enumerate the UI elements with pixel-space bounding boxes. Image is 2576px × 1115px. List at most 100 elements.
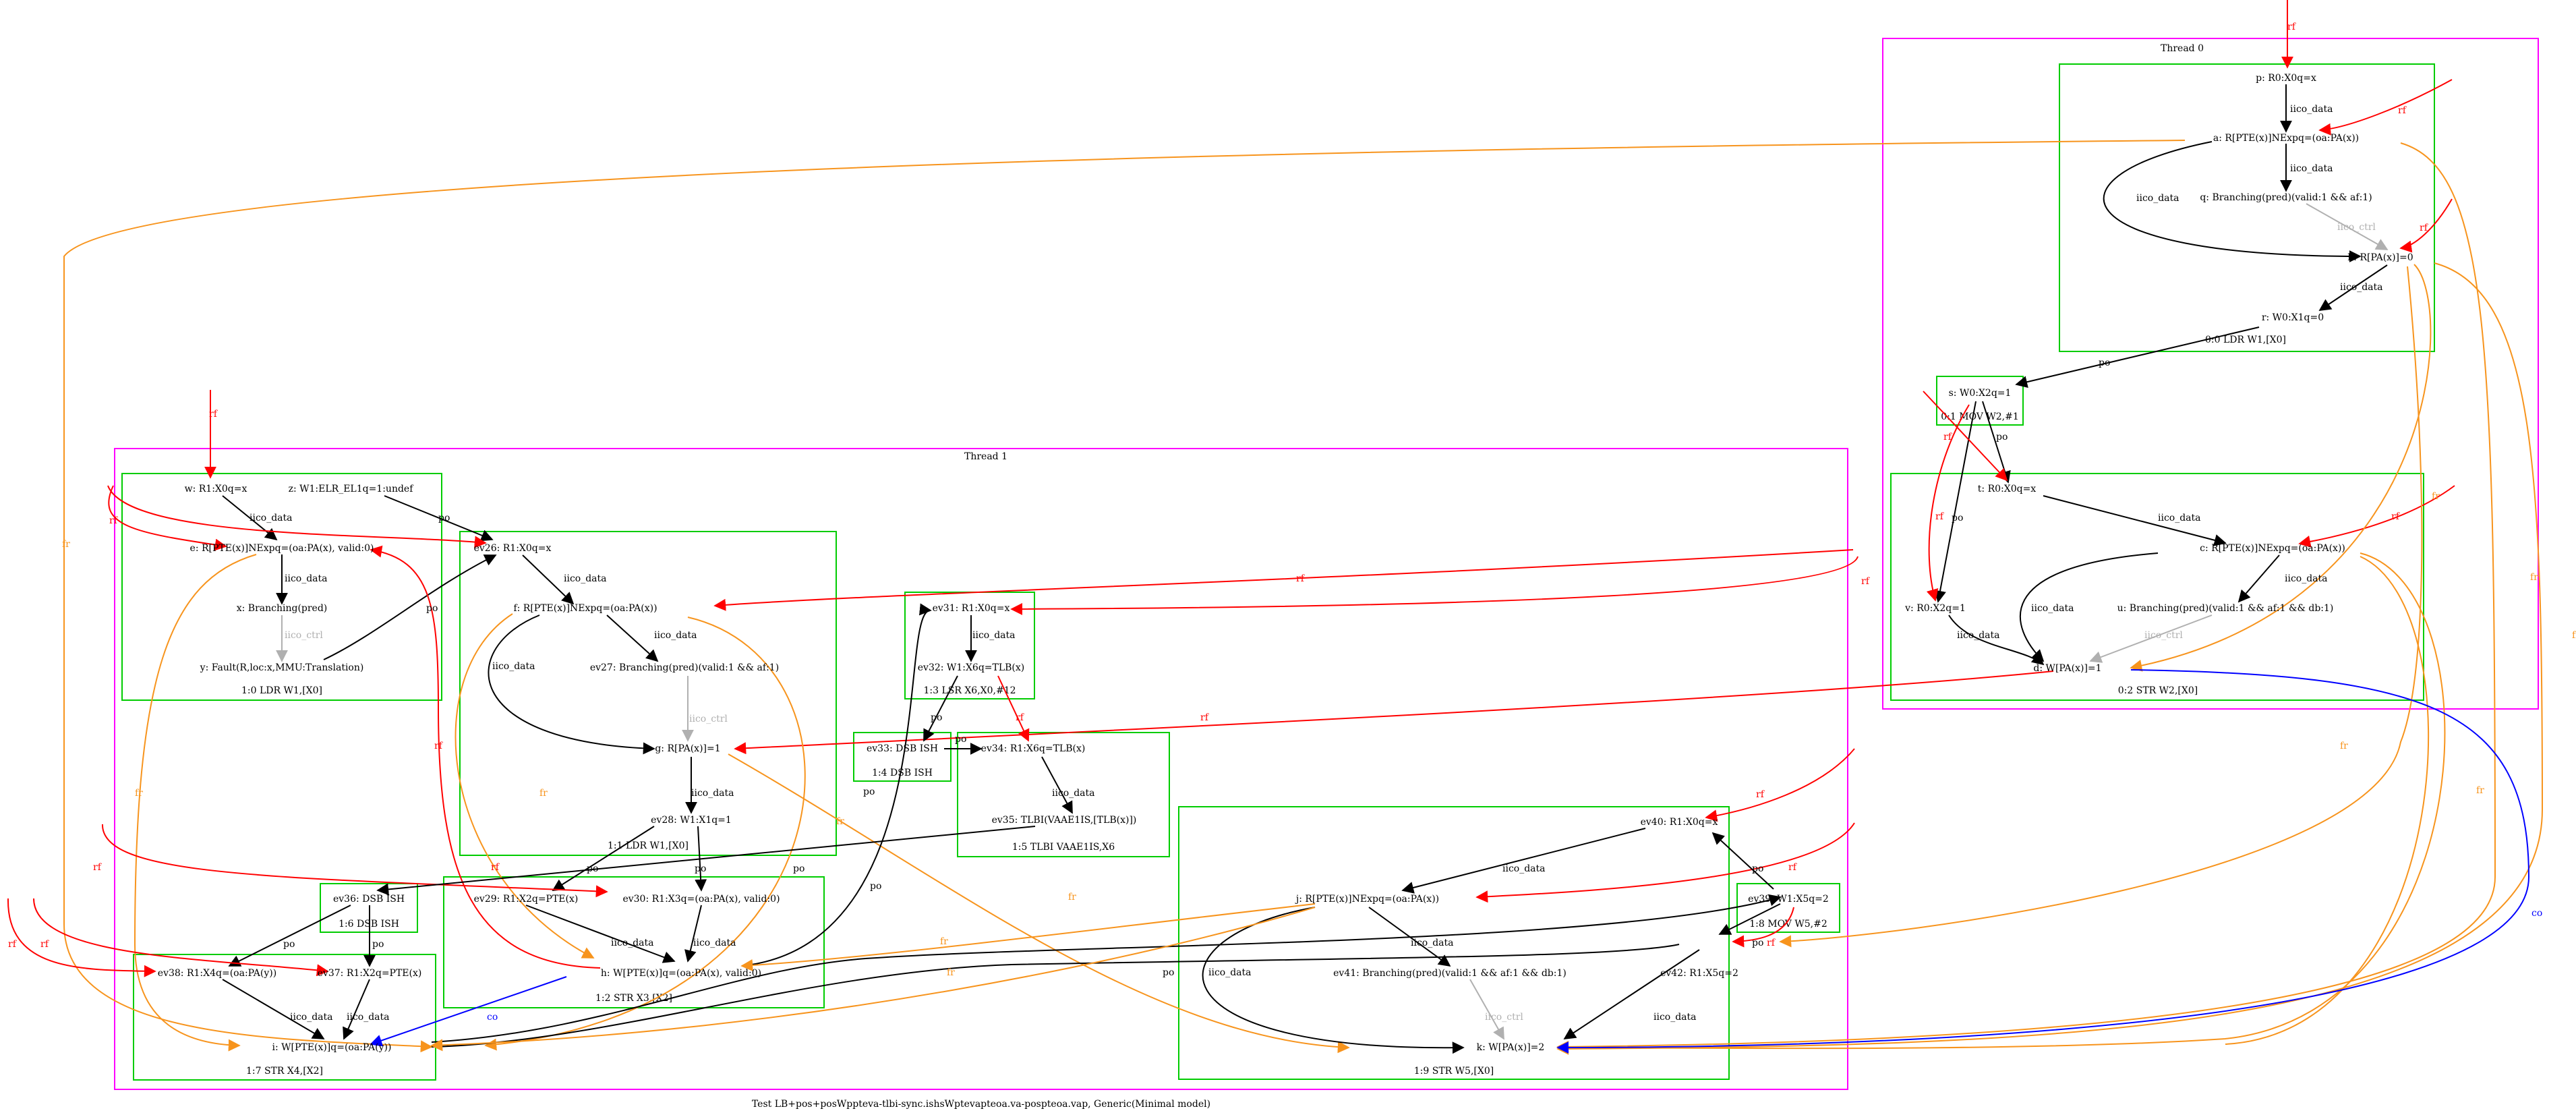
instr-box-1-8: [1736, 883, 1840, 933]
edge-label-rf: rf: [1943, 432, 1953, 442]
edge-ev26-f: [522, 554, 575, 605]
edge-ev41-k: [1469, 979, 1504, 1040]
edge-label-rf: rf: [2391, 511, 2401, 522]
edge-ev30-h: [684, 905, 702, 963]
instr-box-1-4: [853, 732, 952, 782]
edge-label-rf: rf: [209, 409, 218, 420]
event-e: e: R[PTE(x)]NExpq=(oa:PA(x), valid:0): [190, 543, 374, 554]
edge-label-iico-data: iico_data: [564, 573, 607, 584]
edge-label-rf: rf: [2398, 105, 2407, 116]
edge-label-fr: fr: [2530, 572, 2538, 583]
edge-label-iico-ctrl: iico_ctrl: [1485, 1012, 1523, 1023]
edge-w-e: [222, 495, 278, 541]
edge-label-rf: rf: [40, 939, 50, 950]
edge-rf-j: [1475, 822, 1855, 903]
event-i: i: W[PTE(x)]q=(oa:PA(y)): [272, 1042, 392, 1053]
edge-ev38-i: [222, 979, 325, 1039]
edge-label-rf: rf: [1200, 712, 1210, 723]
edge-fr-a-k: [1556, 142, 2496, 1053]
edge-label-rf: rf: [1788, 862, 1798, 873]
edge-label-iico-data: iico_data: [2031, 603, 2074, 614]
edge-label-iico-data: iico_data: [2290, 163, 2333, 174]
edge-label-rf: rf: [1016, 712, 1025, 723]
edge-label-rf: rf: [1296, 573, 1306, 584]
instr-label-0-2: 0:2 STR W2,[X0]: [2118, 685, 2198, 696]
edge-label-rf: rf: [434, 741, 444, 751]
edge-i-ev39: [431, 894, 1782, 1043]
edge-label-iico-data: iico_data: [250, 513, 293, 523]
edge-ev42-k: [1563, 949, 1700, 1039]
instr-box-0-2: [1890, 473, 2424, 701]
thread-0-box: [1882, 38, 2539, 710]
edge-label-iico-ctrl: iico_ctrl: [689, 714, 728, 724]
event-w: w: R1:X0q=x: [185, 484, 247, 494]
edge-label-po: po: [1752, 938, 1763, 948]
edge-fr-b-ev42: [1779, 266, 2423, 948]
edge-label-iico-data: iico_data: [347, 1012, 390, 1023]
instr-label-0-1: 0:1 MOV W2,#1: [1941, 411, 2019, 422]
edge-label-rf: rf: [1756, 789, 1765, 800]
edge-s-v: [1934, 401, 1977, 603]
edge-label-fr: fr: [2340, 741, 2348, 751]
event-z: z: W1:ELR_EL1q=1:undef: [289, 484, 415, 494]
edge-fr-g-k: [728, 753, 1350, 1054]
graph-caption: Test LB+pos+posWppteva-tlbi-sync.ishsWpt…: [752, 1099, 1210, 1110]
edge-label-iico-data: iico_data: [1411, 938, 1454, 948]
edge-label-iico-ctrl: iico_ctrl: [2337, 222, 2376, 233]
edge-ev36-ev38: [228, 905, 351, 967]
edge-label-po: po: [438, 513, 450, 523]
event-ev38: ev38: R1:X4q=(oa:PA(y)): [158, 968, 276, 979]
event-g: g: R[PA(x)]=1: [655, 743, 720, 754]
edge-label-fr: fr: [940, 936, 948, 947]
edge-label-fr: fr: [2432, 491, 2440, 502]
edge-label-po: po: [870, 881, 881, 892]
edge-h-e: [370, 545, 601, 969]
instr-label-1-2: 1:2 STR X3,[X2]: [595, 993, 672, 1004]
edge-label-po: po: [931, 712, 942, 723]
edge-r-s: [2015, 326, 2260, 389]
event-ev29: ev29: R1:X2q=PTE(x): [474, 894, 579, 905]
event-ev35: ev35: TLBI(VAAE1IS,[TLB(x)]): [992, 815, 1137, 826]
edge-label-rf: rf: [2287, 22, 2297, 32]
event-ev39: ev39: W1:X5q=2: [1748, 894, 1829, 905]
edge-label-iico-data: iico_data: [1502, 863, 1546, 874]
edge-label-fr: fr: [135, 788, 143, 799]
edge-label-iico-data: iico_data: [691, 788, 734, 799]
event-c: c: R[PTE(x)]NExpq=(oa:PA(x)): [2200, 543, 2345, 554]
edge-rf-ev30: [101, 824, 608, 898]
edge-ev35-ev36: [376, 826, 1036, 896]
event-ev40: ev40: R1:X0q=x: [1641, 817, 1718, 828]
edge-label-iico-data: iico_data: [2158, 513, 2201, 523]
edge-label-po: po: [863, 787, 875, 797]
edge-ev32-ev33: [923, 675, 958, 742]
event-ev27: ev27: Branching(pred)(valid:1 && af:1): [590, 662, 779, 673]
thread-1-box: [114, 448, 1848, 1090]
edge-label-po: po: [955, 734, 966, 745]
event-f: f: R[PTE(x)]NExpq=(oa:PA(x)): [513, 603, 657, 614]
edge-fr-e-i: [134, 554, 257, 1052]
edge-v-d: [1948, 614, 2045, 666]
event-a: a: R[PTE(x)]NExpq=(oa:PA(x)): [2213, 133, 2359, 144]
edge-y-ev26: [323, 554, 497, 660]
edge-f-g: [488, 614, 655, 755]
edge-fr-a-i: [63, 140, 2186, 1053]
edge-ev39-ev40: [1711, 832, 1774, 890]
thread-0-label: Thread 0: [2161, 43, 2204, 54]
edge-rf-v: [1926, 404, 1970, 602]
event-b: b: R[PA(x)]=0: [2347, 252, 2413, 263]
edge-rf-g: [734, 670, 2054, 755]
instr-label-1-4: 1:4 DSB ISH: [872, 768, 933, 778]
edge-label-iico-data: iico_data: [2290, 104, 2333, 115]
edge-rf-ev42: [1732, 907, 1794, 948]
edge-label-iico-data: iico_data: [1208, 967, 1252, 978]
edge-t-c: [2043, 495, 2227, 546]
edge-label-fr: fr: [539, 788, 548, 799]
edge-fr-j-h: [740, 903, 1316, 972]
event-ev34: ev34: R1:X6q=TLB(x): [981, 743, 1086, 754]
edge-label-po: po: [1163, 967, 1174, 978]
edge-fr-f-h: [455, 613, 595, 959]
event-h: h: W[PTE(x)]q=(oa:PA(x), valid:0): [601, 968, 761, 979]
edge-rf-ev26: [107, 485, 487, 548]
instr-label-1-3: 1:3 LSR X6,X0,#12: [923, 685, 1016, 696]
edge-ev32-ev34: [997, 675, 1030, 742]
